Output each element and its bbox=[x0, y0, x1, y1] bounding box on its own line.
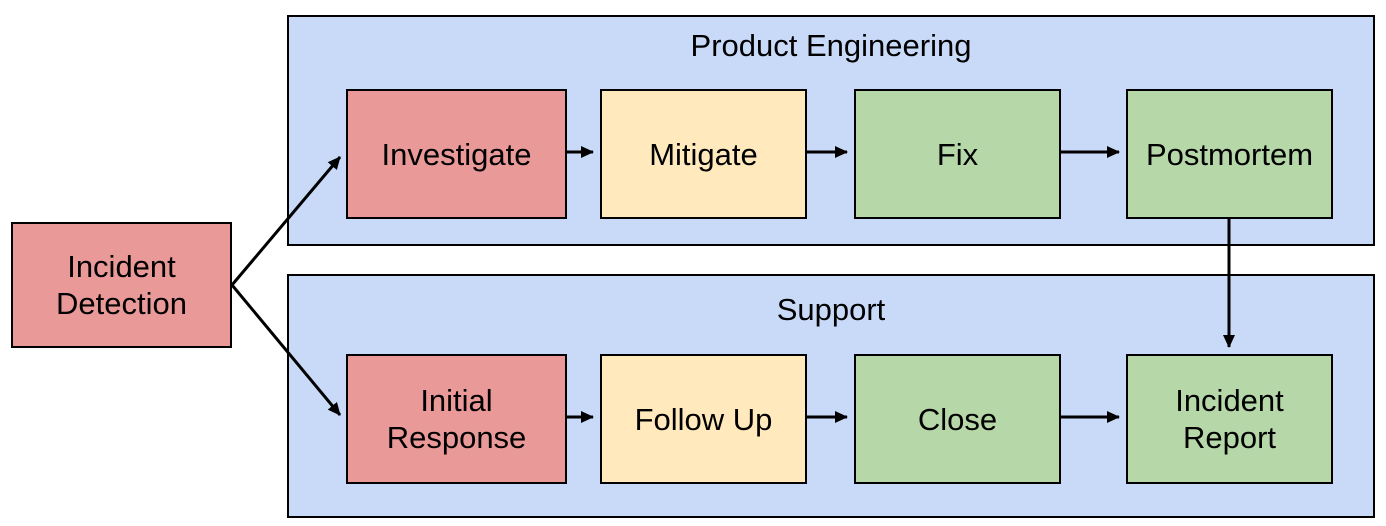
node-label-postmortem: Postmortem bbox=[1145, 136, 1314, 172]
node-label-fix: Fix bbox=[936, 136, 979, 172]
node-initial-response[interactable]: Initial Response bbox=[346, 354, 567, 484]
node-label-mitigate: Mitigate bbox=[649, 136, 758, 172]
node-label-initial-response: Initial Response bbox=[386, 383, 527, 455]
node-label-close: Close bbox=[917, 401, 998, 437]
node-incident-detection[interactable]: Incident Detection bbox=[11, 222, 232, 348]
node-close[interactable]: Close bbox=[854, 354, 1061, 484]
node-investigate[interactable]: Investigate bbox=[346, 89, 567, 219]
node-postmortem[interactable]: Postmortem bbox=[1126, 89, 1333, 219]
node-label-investigate: Investigate bbox=[381, 136, 532, 172]
node-label-incident-detection: Incident Detection bbox=[56, 249, 187, 321]
node-mitigate[interactable]: Mitigate bbox=[600, 89, 807, 219]
node-label-follow-up: Follow Up bbox=[634, 401, 773, 437]
node-follow-up[interactable]: Follow Up bbox=[600, 354, 807, 484]
node-label-incident-report: Incident Report bbox=[1175, 383, 1284, 455]
node-fix[interactable]: Fix bbox=[854, 89, 1061, 219]
swimlane-title-product-engineering: Product Engineering bbox=[690, 28, 972, 63]
node-incident-report[interactable]: Incident Report bbox=[1126, 354, 1333, 484]
swimlane-title-support: Support bbox=[776, 292, 886, 327]
